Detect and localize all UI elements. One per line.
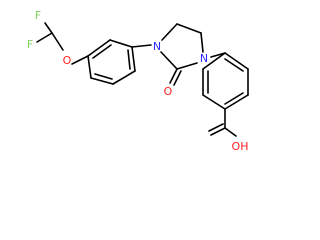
bond-ring1-double-c (94, 73, 113, 80)
bond-ring1-5 (90, 77, 114, 85)
bond-ring2-4 (202, 94, 226, 110)
bond-ring1-3 (131, 46, 136, 72)
bond-ring1-1 (87, 39, 111, 57)
bond-oether-ring1 (71, 55, 89, 65)
atom-nitrogen-3: N (153, 40, 161, 53)
bond-chf2-f2 (36, 32, 53, 43)
bond-carbonyl-a (169, 68, 178, 84)
bond-carbonyl-b (173, 70, 182, 86)
molecule-structure: F F O N N O OH (27, 9, 249, 153)
bond-cooh-oh (224, 127, 237, 137)
bond-ring2-double-a (224, 58, 244, 72)
bond-ch2-ch2 (176, 23, 202, 34)
bond-n3-ch2 (161, 23, 178, 41)
bond-ring2-1 (224, 52, 249, 70)
atom-labels: F F O N N O OH (27, 9, 249, 153)
bond-ring1-4 (112, 70, 136, 85)
structure-drawing: F F O N N O OH (27, 9, 249, 153)
bond-ring1-n3 (131, 44, 152, 48)
atom-hydroxyl: OH (232, 140, 249, 153)
bond-n1-co (176, 62, 198, 70)
atom-fluorine-2: F (27, 38, 33, 51)
atom-ether-oxygen: O (63, 54, 72, 67)
bond-ring1-2 (109, 39, 133, 48)
bond-chf2-f1 (44, 22, 53, 34)
bond-cooh-double-a (210, 127, 226, 136)
bond-ring2-double-b (224, 92, 244, 105)
bond-n1-ring2 (210, 52, 226, 58)
atom-carbonyl-oxygen: O (164, 85, 173, 98)
bond-ring2-3 (224, 94, 249, 110)
bond-cooh-double-b (208, 123, 224, 132)
bond-chf2-oether (51, 32, 64, 51)
bonds (36, 22, 249, 137)
bond-ring1-double-a (92, 44, 112, 59)
atom-fluorine-1: F (35, 9, 41, 22)
bond-ring2-6 (202, 52, 226, 70)
bond-ring1-6 (87, 55, 92, 79)
bond-ch2-n1 (200, 32, 204, 53)
bond-ring1-double-b (127, 49, 131, 70)
bond-co-n3 (160, 51, 178, 70)
atom-nitrogen-1: N (200, 52, 208, 65)
